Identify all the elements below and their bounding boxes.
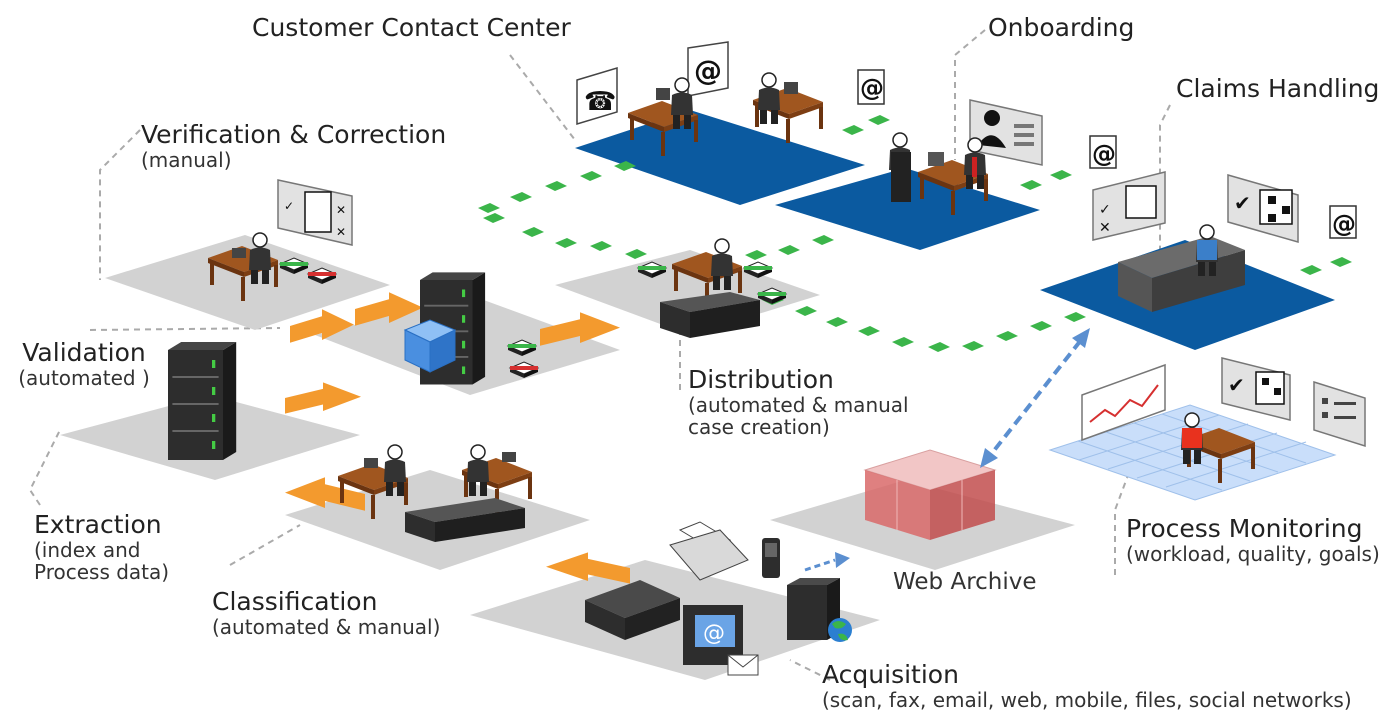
svg-text:✔: ✔ bbox=[1234, 191, 1251, 215]
validation-server bbox=[166, 340, 238, 462]
at-sign-icon: @ bbox=[1089, 135, 1117, 169]
label-customer-contact-center: Customer Contact Center bbox=[252, 14, 571, 42]
archive-cube-red bbox=[863, 449, 997, 540]
svg-text:@: @ bbox=[860, 74, 884, 102]
svg-text:✕: ✕ bbox=[336, 203, 346, 217]
onboarding-desk bbox=[888, 132, 988, 215]
label-onboarding: Onboarding bbox=[988, 14, 1134, 42]
label-title: Classification bbox=[212, 587, 378, 616]
platform-contact-center bbox=[575, 110, 865, 205]
label-sub: (workload, quality, goals) bbox=[1126, 542, 1380, 566]
document-email-icon: @ bbox=[857, 69, 885, 105]
label-claims-handling: Claims Handling bbox=[1176, 75, 1379, 103]
leader-lines bbox=[28, 29, 1171, 681]
label-title: Extraction bbox=[34, 510, 162, 539]
phone-icon: ☎ bbox=[576, 66, 618, 126]
verification-desk bbox=[208, 232, 337, 301]
label-web-archive: Web Archive bbox=[893, 569, 1037, 596]
claims-counter bbox=[1118, 224, 1245, 312]
label-validation: Validation (automated ) bbox=[0, 338, 168, 390]
document-email-icon: @ bbox=[1329, 205, 1357, 239]
svg-text:@: @ bbox=[1092, 140, 1116, 168]
crossword-grid-icon: ✔ bbox=[1221, 357, 1291, 421]
label-title: Verification & Correction bbox=[141, 120, 447, 149]
crossword-grid-icon: ✔ bbox=[1227, 174, 1299, 243]
checklist-icon: ✓ ✕ bbox=[1092, 171, 1166, 241]
label-distribution: Distribution (automated & manual case cr… bbox=[688, 366, 909, 439]
label-sub: (automated & manual bbox=[688, 393, 909, 417]
label-verification: Verification & Correction (manual) bbox=[141, 120, 447, 172]
label-title: Web Archive bbox=[893, 569, 1037, 595]
classification-server bbox=[405, 498, 525, 542]
svg-text:@: @ bbox=[703, 621, 725, 646]
label-title: Acquisition bbox=[822, 660, 959, 689]
checklist-icon bbox=[1313, 380, 1366, 448]
acquisition-to-archive-arrow bbox=[804, 552, 850, 572]
label-title: Claims Handling bbox=[1176, 74, 1380, 103]
label-title: Validation bbox=[22, 338, 146, 367]
label-sub: (automated ) bbox=[18, 366, 150, 390]
label-sub: Process data) bbox=[34, 560, 170, 585]
label-title: Distribution bbox=[688, 365, 834, 394]
data-cube-blue bbox=[403, 319, 457, 373]
distribution-desk bbox=[637, 238, 787, 307]
fax-printer bbox=[669, 521, 749, 581]
contact-center-desks bbox=[628, 72, 823, 156]
archive-link-arrow bbox=[980, 328, 1090, 468]
at-sign-icon: @ bbox=[687, 41, 729, 97]
central-pads bbox=[507, 339, 539, 379]
label-classification: Classification (automated & manual) bbox=[212, 587, 441, 639]
svg-text:✓: ✓ bbox=[284, 199, 294, 213]
id-card-icon bbox=[969, 99, 1043, 166]
svg-text:✕: ✕ bbox=[1099, 220, 1111, 236]
label-extraction: Extraction (index and Process data) bbox=[34, 511, 169, 584]
svg-text:✓: ✓ bbox=[1099, 202, 1111, 218]
checklist-icon: ✓ ✕ ✕ bbox=[277, 179, 353, 246]
label-title: Customer Contact Center bbox=[252, 13, 571, 42]
svg-text:✔: ✔ bbox=[1228, 373, 1245, 397]
label-sub: (scan, fax, email, web, mobile, files, s… bbox=[822, 688, 1352, 712]
line-chart-icon bbox=[1081, 363, 1166, 442]
scanner-device bbox=[585, 580, 680, 640]
web-server-device bbox=[787, 578, 840, 640]
platform-verification bbox=[105, 235, 390, 330]
distribution-server bbox=[660, 292, 760, 338]
globe-icon bbox=[828, 618, 852, 642]
svg-text:☎: ☎ bbox=[584, 87, 616, 117]
classification-desks bbox=[338, 444, 532, 519]
label-sub: (manual) bbox=[141, 148, 232, 172]
label-title: Process Monitoring bbox=[1126, 514, 1363, 543]
mobile-phone bbox=[762, 538, 780, 578]
svg-text:@: @ bbox=[1332, 210, 1356, 238]
monitoring-desk bbox=[1180, 412, 1255, 483]
svg-text:✕: ✕ bbox=[336, 225, 346, 239]
label-sub: (index and bbox=[34, 538, 141, 562]
label-sub: (automated & manual) bbox=[212, 615, 441, 639]
label-acquisition: Acquisition (scan, fax, email, web, mobi… bbox=[822, 660, 1352, 712]
envelope-icon bbox=[727, 654, 759, 676]
label-title: Onboarding bbox=[988, 13, 1135, 42]
label-process-monitoring: Process Monitoring (workload, quality, g… bbox=[1126, 514, 1380, 566]
platform-onboarding bbox=[775, 168, 1040, 250]
svg-text:@: @ bbox=[694, 54, 722, 87]
label-sub: case creation) bbox=[688, 415, 830, 440]
